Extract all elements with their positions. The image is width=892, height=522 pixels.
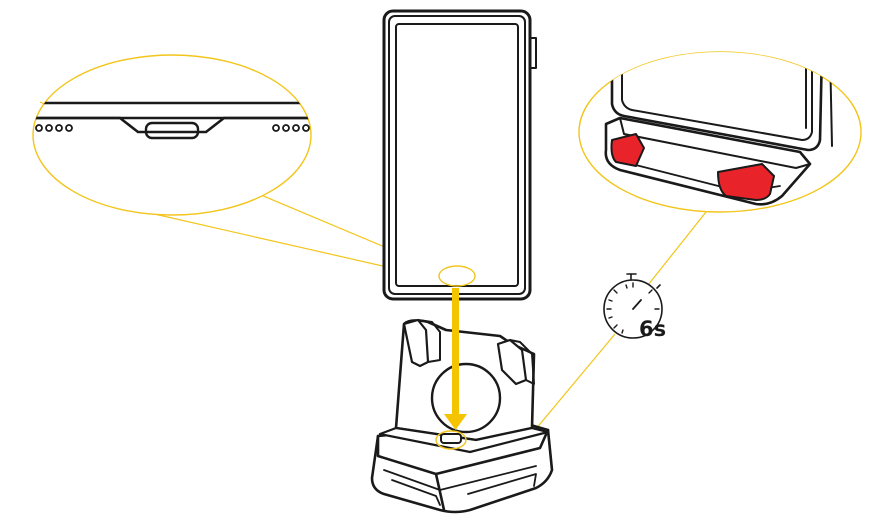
release-tab-right — [717, 163, 775, 201]
dock-stand — [370, 318, 554, 514]
tablet-port-highlight — [438, 265, 476, 287]
tablet-body — [382, 9, 532, 301]
bottom-edge-contour — [33, 116, 311, 134]
zoom-tablet-corner — [610, 52, 824, 152]
speaker-grille-right — [272, 124, 310, 132]
release-tab-left — [610, 133, 645, 167]
stopwatch-icon: 6s — [603, 273, 666, 341]
dock-shelf — [378, 426, 550, 454]
down-arrow-icon — [444, 288, 467, 430]
tablet — [382, 9, 537, 301]
tablet-side-button — [530, 37, 537, 69]
dock-connector-highlight — [435, 430, 467, 450]
port-zoom-lens — [32, 54, 312, 216]
dock-magnet-puck — [430, 362, 502, 434]
right-callout-leader-upper — [647, 211, 707, 286]
timer-label: 6s — [639, 317, 666, 341]
dock-connector — [440, 433, 462, 444]
usb-c-port-icon — [144, 121, 200, 140]
port-zoom-callout — [32, 54, 312, 216]
release-tabs-zoom-callout — [578, 51, 862, 213]
speaker-grille-left — [35, 124, 73, 132]
